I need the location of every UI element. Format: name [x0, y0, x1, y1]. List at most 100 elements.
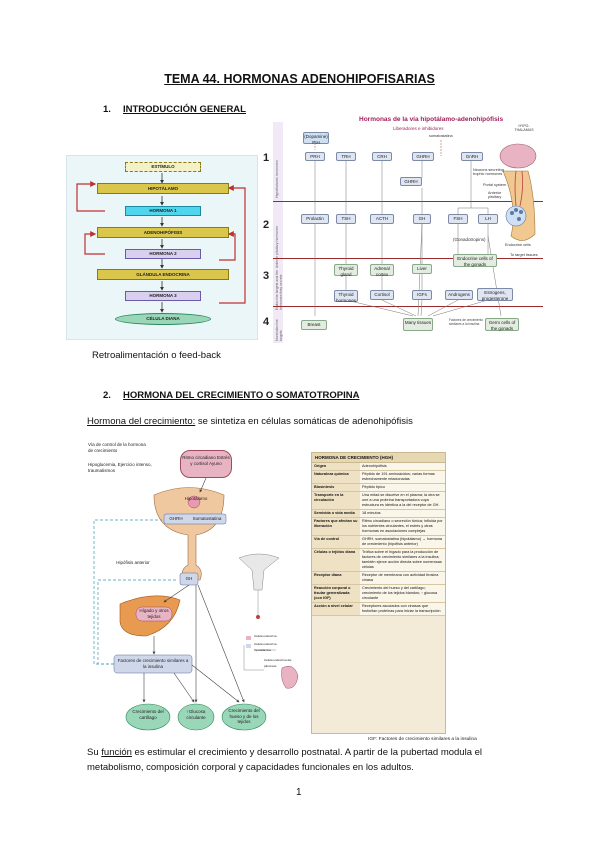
fb-hormone-2: HORMONA 2 — [125, 249, 201, 259]
table-value: GHRH, somatostatina (hipotálamo) → hormo… — [360, 536, 445, 548]
nonendo-many-tissues: Many tissues — [403, 318, 433, 331]
row-number-2: 2 — [263, 219, 270, 231]
gh-somatostatin: Somatostatina — [192, 516, 222, 521]
section-2-heading: 2. HORMONA DEL CRECIMIENTO O SOMATOTROPIN… — [103, 390, 359, 401]
gh-outcome-glucose: ↑Glucosa circulante — [180, 709, 212, 720]
table-key: Biosíntesis — [312, 484, 360, 491]
table-key: Acción a nivel celular — [312, 603, 360, 615]
gh-legend-1: Célula endocrina — [254, 634, 277, 638]
gonadotropins-label: (Gonadotropins) — [453, 237, 486, 242]
table-value: Péptido de 191 aminoácidos; varias forma… — [360, 471, 445, 483]
table-key: Naturaleza química — [312, 471, 360, 483]
gh-figure-graphics — [93, 477, 299, 731]
gh-outcome-bone: Crecimiento del hueso y de los tejidos — [228, 708, 260, 724]
function-pre: Su — [87, 747, 102, 758]
anatomy-hypothalamus: HYPO-THALAMUS — [514, 124, 534, 132]
gh-table-footnote: IGF: Factores de crecimiento similares a… — [368, 737, 477, 742]
gh-intro-text: se sintetiza en células somáticas de ade… — [195, 416, 413, 427]
table-row: Reacción corporal o tisular generalizada… — [312, 585, 445, 603]
gh-control-label: Vía de control de la hormona de crecimie… — [88, 442, 146, 453]
pit-lh: LH — [478, 214, 498, 224]
hypo-h-ghrh: GHRH — [412, 152, 434, 161]
feedback-arrows — [76, 173, 246, 313]
gh-ghrh: GHRH — [169, 516, 183, 521]
hypo-dopamine: (Dopamine) PIH — [303, 132, 329, 145]
hypo-connectors — [314, 140, 537, 317]
secreted-estrogens: Estrogens, progesterone — [477, 288, 513, 301]
gh-table-header: HORMONA DE CRECIMIENTO (HGH) — [312, 453, 445, 463]
row-number-3: 3 — [263, 270, 270, 282]
hypo-h-ghrh-2: GHRH — [400, 177, 422, 186]
row-number-1: 1 — [263, 152, 270, 164]
gh-hypothalamus-label: Hipotálamo — [184, 496, 208, 501]
secreted-androgens: Androgens — [445, 290, 473, 300]
gh-pituitary: Hipófisis anterior — [116, 560, 150, 565]
row-number-4: 4 — [263, 316, 270, 328]
pit-fsh: FSH — [448, 214, 468, 224]
hypo-h-prh: PRH — [305, 152, 325, 161]
table-key: Factores que afectan su liberación — [312, 518, 360, 535]
table-key: Semivida o vida media — [312, 510, 360, 517]
fb-endocrine-gland: GLÁNDULA ENDOCRINA — [97, 269, 229, 280]
secreted-cortisol: Cortisol — [370, 290, 394, 300]
fb-adenohypophysis: ADENOHIPÓFISIS — [97, 227, 229, 238]
table-key: Células o tejidos diana — [312, 549, 360, 571]
table-value: Receptores asociados con cinasas que fos… — [360, 603, 445, 615]
feedback-diagram: ESTÍMULO HIPOTÁLAMO HORMONA 1 ADENOHIPÓF… — [66, 155, 258, 340]
gh-gh: GH — [185, 576, 193, 581]
table-value: Trófica sobre el hígado para la producci… — [360, 549, 445, 571]
row-divider-3 — [273, 306, 543, 307]
gh-outcome-cartilage: Crecimiento del cartílago — [132, 709, 164, 720]
section-2-number: 2. — [103, 390, 111, 401]
table-key: Vía de control — [312, 536, 360, 548]
target-gonads: Endocrine cells of the gonads — [453, 254, 497, 267]
table-value: Receptor de membrana con actividad tiros… — [360, 572, 445, 584]
gh-legend-3: Célula endocrina del páncreas — [264, 658, 292, 668]
secreted-igfs: IGFs — [412, 290, 432, 300]
fb-hormone-3: HORMONA 3 — [125, 291, 201, 301]
row-divider-1 — [273, 201, 543, 202]
section-1-label: INTRODUCCIÓN GENERAL — [123, 104, 246, 115]
gh-intro: Hormona del crecimiento: se sintetiza en… — [87, 414, 413, 429]
section-2-label: HORMONA DEL CRECIMIENTO O SOMATOTROPINA — [123, 390, 360, 401]
gh-intro-label: Hormona del crecimiento: — [87, 416, 196, 427]
table-key: Reacción corporal o tisular generalizada… — [312, 585, 360, 602]
section-1-heading: 1.INTRODUCCIÓN GENERAL — [103, 104, 246, 115]
table-key: Receptor diana — [312, 572, 360, 584]
pit-tsh: TSH — [336, 214, 356, 224]
anatomy-portal: Portal system — [483, 183, 506, 187]
function-paragraph: Su función es estimular el crecimiento y… — [87, 745, 517, 775]
hypo-somatostatin: somatostatina — [429, 134, 453, 138]
table-key: Transporte en la circulación — [312, 492, 360, 509]
fb-hormone-1: HORMONA 1 — [125, 206, 201, 216]
gh-stimuli: Hipoglucemia, Ejercicio intenso, traumat… — [88, 462, 152, 473]
nonendo-germ-cells: Germ cells of the gonads — [485, 318, 519, 331]
anatomy-to-target: To target tissues — [510, 253, 538, 257]
secreted-thyroid-hormones: Thyroid hormones — [334, 290, 358, 303]
hypo-subtitle: Liberadores e inhibidores — [393, 126, 444, 131]
hypo-h-gnrh: GnRH — [461, 152, 483, 161]
table-value: Adenohipófisis — [360, 463, 445, 470]
table-value: Péptido típico — [360, 484, 445, 491]
hypothalamic-pathway-figure: Hormonas de la vía hipotálamo-adenohipóf… — [263, 116, 543, 343]
table-key: Origen — [312, 463, 360, 470]
target-thyroid: Thyroid gland — [334, 264, 358, 277]
gh-igf: Factores de crecimiento similares a la i… — [117, 658, 189, 669]
fb-stimulus: ESTÍMULO — [125, 162, 201, 172]
pit-gh: GH — [413, 214, 431, 224]
table-value: Ritmo circadiano o secreción tónica; inf… — [360, 518, 445, 535]
function-post: es estimular el crecimiento y desarrollo… — [87, 747, 483, 773]
function-word: función — [101, 747, 132, 758]
hypo-h-trh: TRH — [336, 152, 356, 161]
table-value: Crecimiento del hueso y del cartílago; c… — [360, 585, 445, 602]
gh-outcome-glucose-arrow: ↑ — [186, 709, 189, 714]
table-value: 18 minutos — [360, 510, 445, 517]
